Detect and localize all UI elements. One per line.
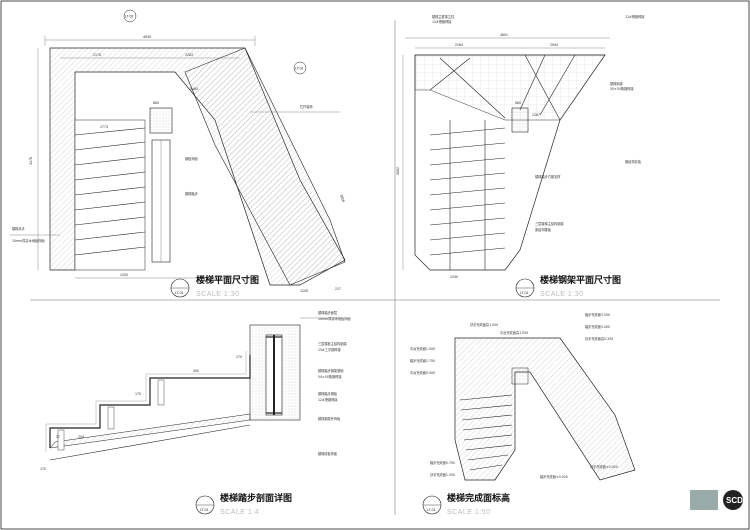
elev-label-6: 踏步完成面3.000 bbox=[585, 324, 610, 329]
plan-right-wing bbox=[184, 47, 346, 286]
section-note-channel: 12#槽钢焊接 bbox=[318, 397, 338, 402]
plan-panel: 4649 2176 2283 1200 1205 217 bbox=[10, 9, 346, 298]
section-dim-riser-3: 170 bbox=[40, 467, 46, 471]
section-title-tag: LT-01 bbox=[200, 508, 209, 512]
section-note-angle: 50×50角钢焊接 bbox=[318, 374, 342, 379]
frame-dim-overall: 4601 bbox=[500, 33, 508, 37]
section-note-floor: 10mm厚实木地板饰面 bbox=[318, 316, 351, 321]
plan-side-tag: LT-02 bbox=[295, 67, 304, 71]
frame-title: 楼梯钢架平面尺寸图 bbox=[540, 274, 621, 286]
elevation-stair-shape bbox=[454, 337, 636, 481]
plan-note-handrail: 楼梯扶手 bbox=[12, 226, 26, 231]
plan-dim-run: 1773 bbox=[100, 125, 108, 129]
section-dim-nose: 37 bbox=[56, 435, 60, 439]
elev-label-12: 扶手完成面1.550 bbox=[430, 472, 455, 477]
elevation-column bbox=[511, 367, 529, 385]
plan-note-tread: 楼梯踏步 bbox=[185, 191, 198, 196]
frame-panel: 4601 2184 2094 bbox=[396, 14, 645, 298]
plan-note-floor: 10mm厚实木地板饰面 bbox=[12, 238, 45, 243]
section-dim-tread: 300 bbox=[193, 369, 199, 373]
elevation-title-tag: LT-01 bbox=[427, 508, 436, 512]
plan-dim-diag: 3806 bbox=[339, 194, 345, 203]
frame-note-column: 楼梯主框架立柱 bbox=[432, 14, 455, 19]
plan-dim-mid2: 1460 bbox=[190, 87, 198, 91]
plan-title: 楼梯平面尺寸图 bbox=[196, 274, 259, 286]
section-note-soffit: 楼梯底板饰面 bbox=[318, 451, 337, 456]
plan-left-treads bbox=[74, 119, 146, 271]
frame-note-install: 钢结构安装 bbox=[625, 159, 642, 164]
frame-dim-bottom: 1240 bbox=[450, 275, 458, 279]
frame-note-angle: 50×50角钢焊接 bbox=[610, 86, 634, 91]
elev-label-2: 平台完成面高1.550 bbox=[500, 330, 528, 335]
plan-title-tag: LT-01 bbox=[175, 291, 184, 295]
plan-dim-bottom-b: 1205 bbox=[300, 289, 308, 293]
plan-dim-left: 3178 bbox=[29, 157, 33, 165]
section-panel: 170 300 170 37 204 170 楼梯踏步面层 10mm厚实木地板饰… bbox=[40, 310, 351, 516]
elev-label-5: 踏步完成面2.750 bbox=[410, 358, 435, 363]
elev-label-8: 平台完成面0.000 bbox=[410, 370, 435, 375]
section-dim-riser: 170 bbox=[236, 355, 242, 359]
elev-label-7: 扶手完成面高0.350 bbox=[585, 336, 613, 341]
plan-dim-bottom-c: 217 bbox=[335, 287, 341, 291]
frame-stringers bbox=[429, 120, 506, 270]
section-note-cladding: 楼梯钢架外饰板 bbox=[318, 416, 341, 421]
frame-note-tread: 楼梯踏步方钢支撑 bbox=[535, 174, 561, 179]
frame-column bbox=[511, 107, 529, 133]
section-soffit bbox=[49, 413, 251, 449]
section-dim-riser-2: 170 bbox=[135, 392, 141, 396]
elev-label-4: 平台完成面1.000 bbox=[410, 346, 435, 351]
frame-note-main: 三层楼梯主结构钢梁 bbox=[535, 221, 564, 226]
plan-dim-mid: 860 bbox=[153, 101, 159, 105]
elevation-treads bbox=[459, 394, 513, 471]
elev-label-10: 踏步完成面±0.000 bbox=[540, 474, 568, 479]
elevation-panel: 扶手完成面高1.000 平台完成面高1.550 踏步完成面3.550 平台完成面… bbox=[410, 312, 636, 516]
frame-dim-b: 2094 bbox=[550, 43, 558, 47]
frame-dim-left: 3002 bbox=[396, 167, 400, 175]
section-note-beam: 三层楼板主结构钢梁 bbox=[318, 341, 347, 346]
plan-dim-overall: 4649 bbox=[143, 35, 151, 39]
plan-column bbox=[149, 107, 173, 134]
plan-note-railing: 栏杆装饰 bbox=[300, 104, 313, 109]
frame-title-tag: LT-01 bbox=[520, 291, 529, 295]
elev-label-3: 踏步完成面3.550 bbox=[585, 312, 610, 317]
firm-logo: SCD bbox=[690, 490, 743, 510]
section-note-plate: 楼梯踏步钢板 bbox=[318, 391, 338, 396]
elev-label-9: 扶手完成面±0.000 bbox=[590, 464, 618, 469]
frame-dim-a: 2184 bbox=[455, 43, 463, 47]
elev-label-11: 踏步完成面0.750 bbox=[430, 460, 455, 465]
logo-text: SCD bbox=[726, 496, 743, 505]
section-dim-depth: 204 bbox=[78, 435, 84, 439]
frame-note-channel: 12#槽钢焊接 bbox=[432, 19, 452, 24]
frame-note-channel-2: 12#槽钢焊接 bbox=[625, 14, 645, 19]
section-note-ibeam: 25#工字钢焊接 bbox=[318, 347, 341, 352]
elevation-scale: SCALE 1:50 bbox=[447, 509, 491, 516]
frame-cross-bracing bbox=[429, 54, 576, 121]
section-title: 楼梯踏步剖面详图 bbox=[220, 492, 292, 504]
plan-dim-bottom-a: 1200 bbox=[120, 273, 128, 277]
elev-label-1: 扶手完成面高1.000 bbox=[470, 322, 498, 327]
frame-scale: SCALE 1:30 bbox=[540, 291, 584, 298]
section-note-finish: 楼梯踏步面层 bbox=[318, 310, 337, 315]
section-note-frame: 楼梯踏步钢架基础 bbox=[318, 368, 344, 373]
plan-top-tag: LT-02 bbox=[125, 15, 134, 19]
frame-dim-c: 1267 bbox=[532, 113, 540, 117]
frame-dim-d: 660 bbox=[515, 101, 521, 105]
frame-note-slab: 原结构楼板 bbox=[535, 227, 552, 232]
section-step-profile bbox=[49, 355, 251, 448]
frame-top-grid bbox=[414, 54, 606, 121]
section-scale: SCALE 1:4 bbox=[220, 509, 259, 516]
section-step-finish bbox=[45, 351, 247, 452]
plan-scale: SCALE 1:30 bbox=[196, 291, 240, 298]
frame-note-beam: 楼梯斜梁 bbox=[610, 81, 624, 86]
elevation-title: 楼梯完成面标高 bbox=[447, 492, 510, 504]
plan-note-steel: 钢板饰面 bbox=[185, 156, 198, 161]
